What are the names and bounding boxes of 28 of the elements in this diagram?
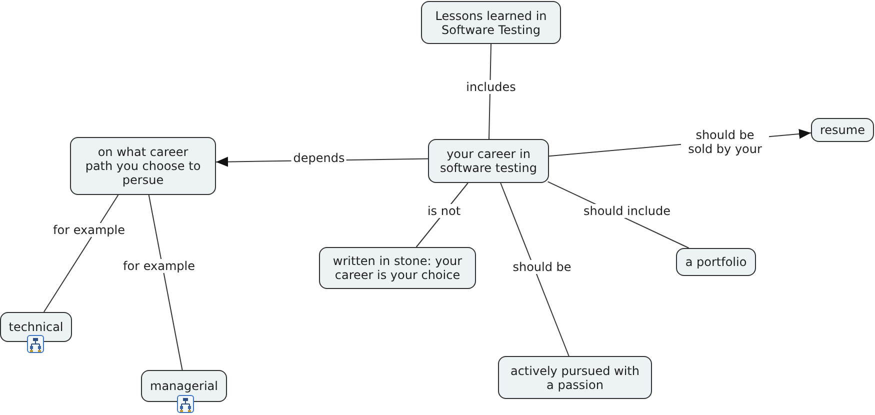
concept-box: [70, 137, 216, 195]
edge-label: includes: [464, 80, 518, 94]
concept-box: [811, 118, 874, 142]
concept-text: written in stone: your career is your choice: [332, 254, 464, 282]
concept-text: your career in software testing: [439, 147, 538, 175]
connector-line: [148, 194, 183, 370]
connector-line: [43, 194, 119, 312]
concept-box: [676, 248, 756, 276]
concept-box: [498, 356, 652, 399]
concept-box: [319, 247, 476, 289]
edge-label: should include: [581, 204, 673, 218]
concept-text: on what career path you choose to persue: [84, 145, 202, 187]
edge-label: depends: [291, 151, 347, 165]
concept-text: a portfolio: [685, 255, 747, 269]
concept-text: managerial: [150, 379, 218, 393]
concept-text: Lessons learned in Software Testing: [434, 8, 548, 36]
connector-line: [500, 182, 570, 356]
edge-label: should be sold by your: [681, 128, 769, 156]
concept-text: technical: [8, 320, 64, 334]
concept-box: [0, 312, 72, 342]
edge-label: should be: [510, 260, 574, 274]
concept-box: [141, 370, 227, 402]
edge-label: for example: [51, 223, 127, 237]
edge-label: for example: [121, 259, 197, 273]
concept-box: [421, 1, 561, 44]
concept-box: [428, 139, 549, 183]
concept-text: actively pursued with a passion: [509, 364, 640, 392]
concept-text: resume: [820, 123, 865, 137]
